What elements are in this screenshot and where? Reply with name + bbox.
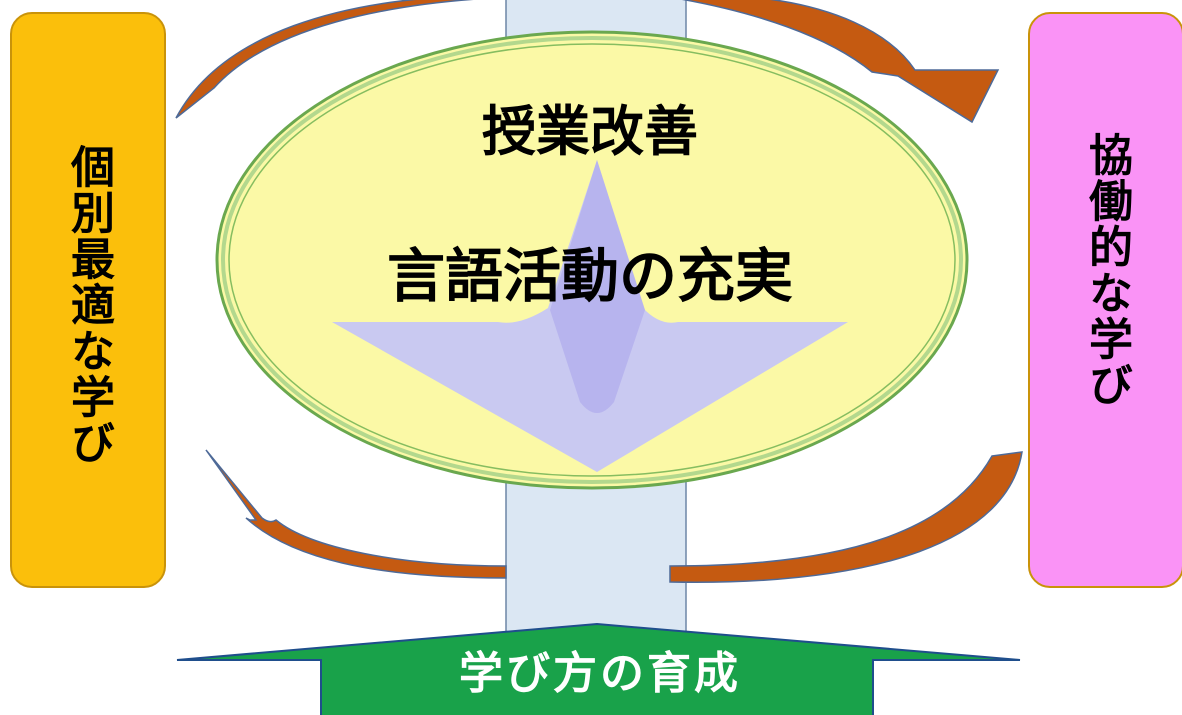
curved-arrow-icon <box>669 451 1023 583</box>
bottom-label: 学び方の育成 <box>459 648 741 699</box>
curved-arrow-icon <box>681 0 1000 124</box>
bottom-up-arrow-icon <box>176 622 1021 715</box>
center-title: 授業改善 <box>482 100 698 163</box>
left-box: 個別最適な学び <box>10 12 166 588</box>
emblem-inner-notch <box>550 160 645 413</box>
left-label: 個別最適な学び <box>63 144 114 466</box>
center-subtitle: 言語活動の充実 <box>386 242 793 310</box>
right-label: 協働的な学び <box>1081 132 1132 408</box>
curved-arrow-icon <box>175 0 474 119</box>
curved-arrow-icon <box>205 449 507 579</box>
right-box: 協働的な学び <box>1028 12 1182 588</box>
